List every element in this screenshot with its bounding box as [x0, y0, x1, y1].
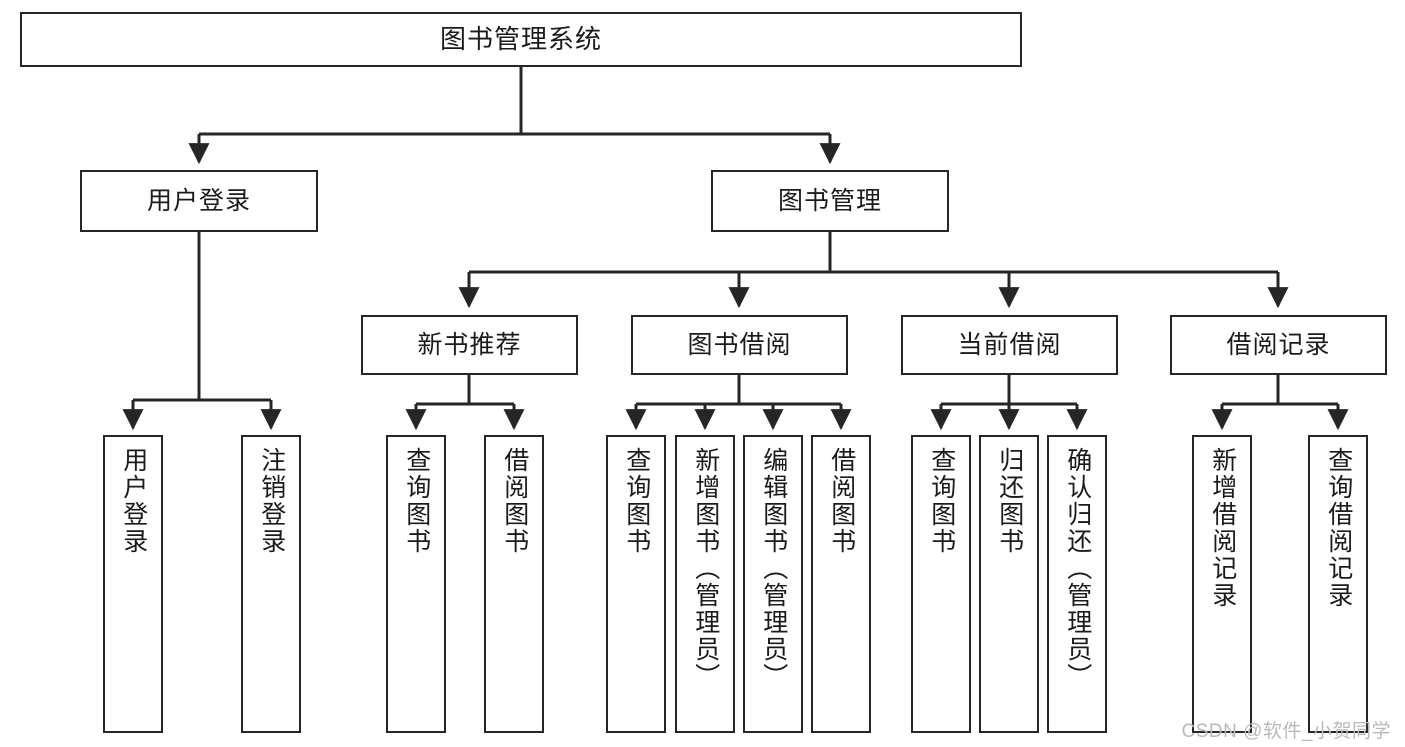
- node-book-borrow[interactable]: 图书借阅: [631, 315, 848, 375]
- node-label: 编辑图书（管理员）: [759, 447, 788, 690]
- node-label: 归还图书: [995, 447, 1024, 555]
- leaf-node-borrow-book[interactable]: 借阅图书: [811, 435, 871, 733]
- node-label: 新增图书（管理员）: [691, 447, 720, 690]
- leaf-node-borrow-book-newbook[interactable]: 借阅图书: [484, 435, 544, 733]
- leaf-node-query-book-borrow[interactable]: 查询图书: [606, 435, 666, 733]
- node-label: 借阅图书: [500, 447, 529, 555]
- node-label: 新增借阅记录: [1208, 447, 1237, 609]
- leaf-node-edit-book[interactable]: 编辑图书（管理员）: [743, 435, 803, 733]
- leaf-node-add-book[interactable]: 新增图书（管理员）: [675, 435, 735, 733]
- node-book-management[interactable]: 图书管理: [711, 170, 949, 232]
- node-label: 查询图书: [622, 447, 651, 555]
- leaf-node-user-login[interactable]: 用户登录: [103, 435, 163, 733]
- leaf-node-return-book[interactable]: 归还图书: [979, 435, 1039, 733]
- node-label: 当前借阅: [957, 330, 1062, 359]
- node-label: 图书管理系统: [439, 23, 602, 54]
- leaf-node-query-book-current[interactable]: 查询图书: [911, 435, 971, 733]
- node-borrow-records[interactable]: 借阅记录: [1170, 315, 1387, 375]
- node-label: 查询借阅记录: [1324, 447, 1353, 609]
- node-label: 查询图书: [402, 447, 431, 555]
- node-label: 图书管理: [777, 186, 882, 215]
- node-label: 用户登录: [119, 447, 148, 555]
- node-label: 新书推荐: [417, 330, 522, 359]
- node-user-login[interactable]: 用户登录: [80, 170, 318, 232]
- leaf-node-query-book-newbook[interactable]: 查询图书: [386, 435, 446, 733]
- leaf-node-confirm-return[interactable]: 确认归还（管理员）: [1047, 435, 1107, 733]
- node-book-management-system[interactable]: 图书管理系统: [20, 12, 1022, 67]
- leaf-node-add-borrow-record[interactable]: 新增借阅记录: [1192, 435, 1252, 733]
- node-label: 借阅记录: [1226, 330, 1331, 359]
- leaf-node-user-logout[interactable]: 注销登录: [241, 435, 301, 733]
- node-label: 图书借阅: [687, 330, 792, 359]
- node-label: 查询图书: [927, 447, 956, 555]
- node-current-borrow[interactable]: 当前借阅: [901, 315, 1118, 375]
- node-label: 用户登录: [146, 186, 251, 215]
- node-label: 借阅图书: [827, 447, 856, 555]
- node-label: 注销登录: [257, 447, 286, 555]
- leaf-node-query-borrow-record[interactable]: 查询借阅记录: [1308, 435, 1368, 733]
- node-new-book-recommend[interactable]: 新书推荐: [361, 315, 578, 375]
- node-label: 确认归还（管理员）: [1063, 447, 1092, 690]
